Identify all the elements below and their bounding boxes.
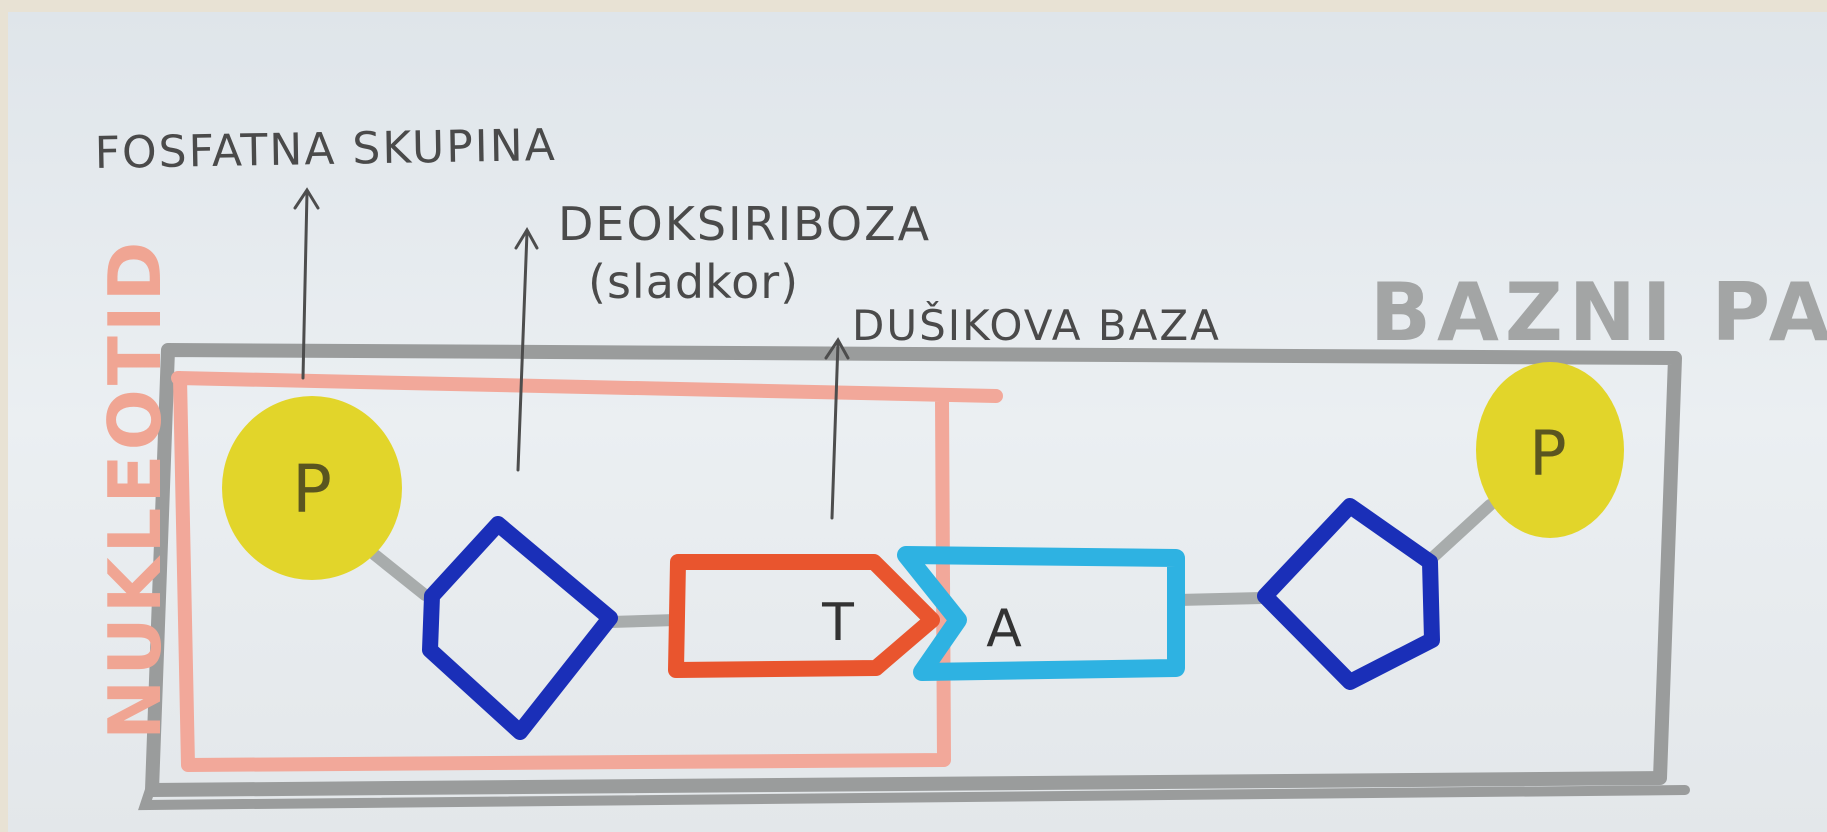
label-base-pair: BAZNI PAR <box>1370 266 1827 359</box>
bond-sugar-thymine <box>604 614 682 628</box>
label-phosphate-group: FOSFATNA SKUPINA <box>94 120 557 179</box>
arrow-base <box>830 340 840 520</box>
bond-adenine-sugar <box>1172 592 1268 606</box>
base-pair-box-corner <box>138 785 1690 811</box>
label-sugar: (sladkor) <box>588 255 799 309</box>
arrow-sugar <box>516 230 529 472</box>
label-nucleotide: NUKLEOTID <box>93 238 177 740</box>
base-pair-box <box>145 343 1682 797</box>
base-adenine: A <box>897 546 1185 681</box>
thymine-letter: T <box>821 593 854 653</box>
nucleotide-box <box>171 371 1003 772</box>
bond-phosphate-sugar-left <box>369 549 431 601</box>
sugar-right <box>1257 498 1440 690</box>
arrow-sugar-head <box>514 227 539 250</box>
arrow-phosphate <box>301 190 309 380</box>
arrow-phosphate-head <box>293 187 320 210</box>
annotation-arrows <box>293 187 850 520</box>
sugar-left <box>422 516 618 740</box>
bonds <box>369 499 1496 628</box>
base-thymine: T <box>668 554 940 678</box>
phosphate-right-letter: P <box>1529 417 1566 490</box>
phosphate-right: P <box>1476 362 1624 538</box>
phosphate-left-letter: P <box>292 451 332 528</box>
bond-sugar-phosphate-right <box>1424 499 1496 566</box>
label-deoxyribose: DEOKSIRIBOZA <box>558 197 931 251</box>
phosphate-left: P <box>222 396 402 580</box>
arrow-base-head <box>824 337 850 360</box>
adenine-letter: A <box>986 599 1022 659</box>
label-nitrogenous-base: DUŠIKOVA BAZA <box>852 300 1221 350</box>
